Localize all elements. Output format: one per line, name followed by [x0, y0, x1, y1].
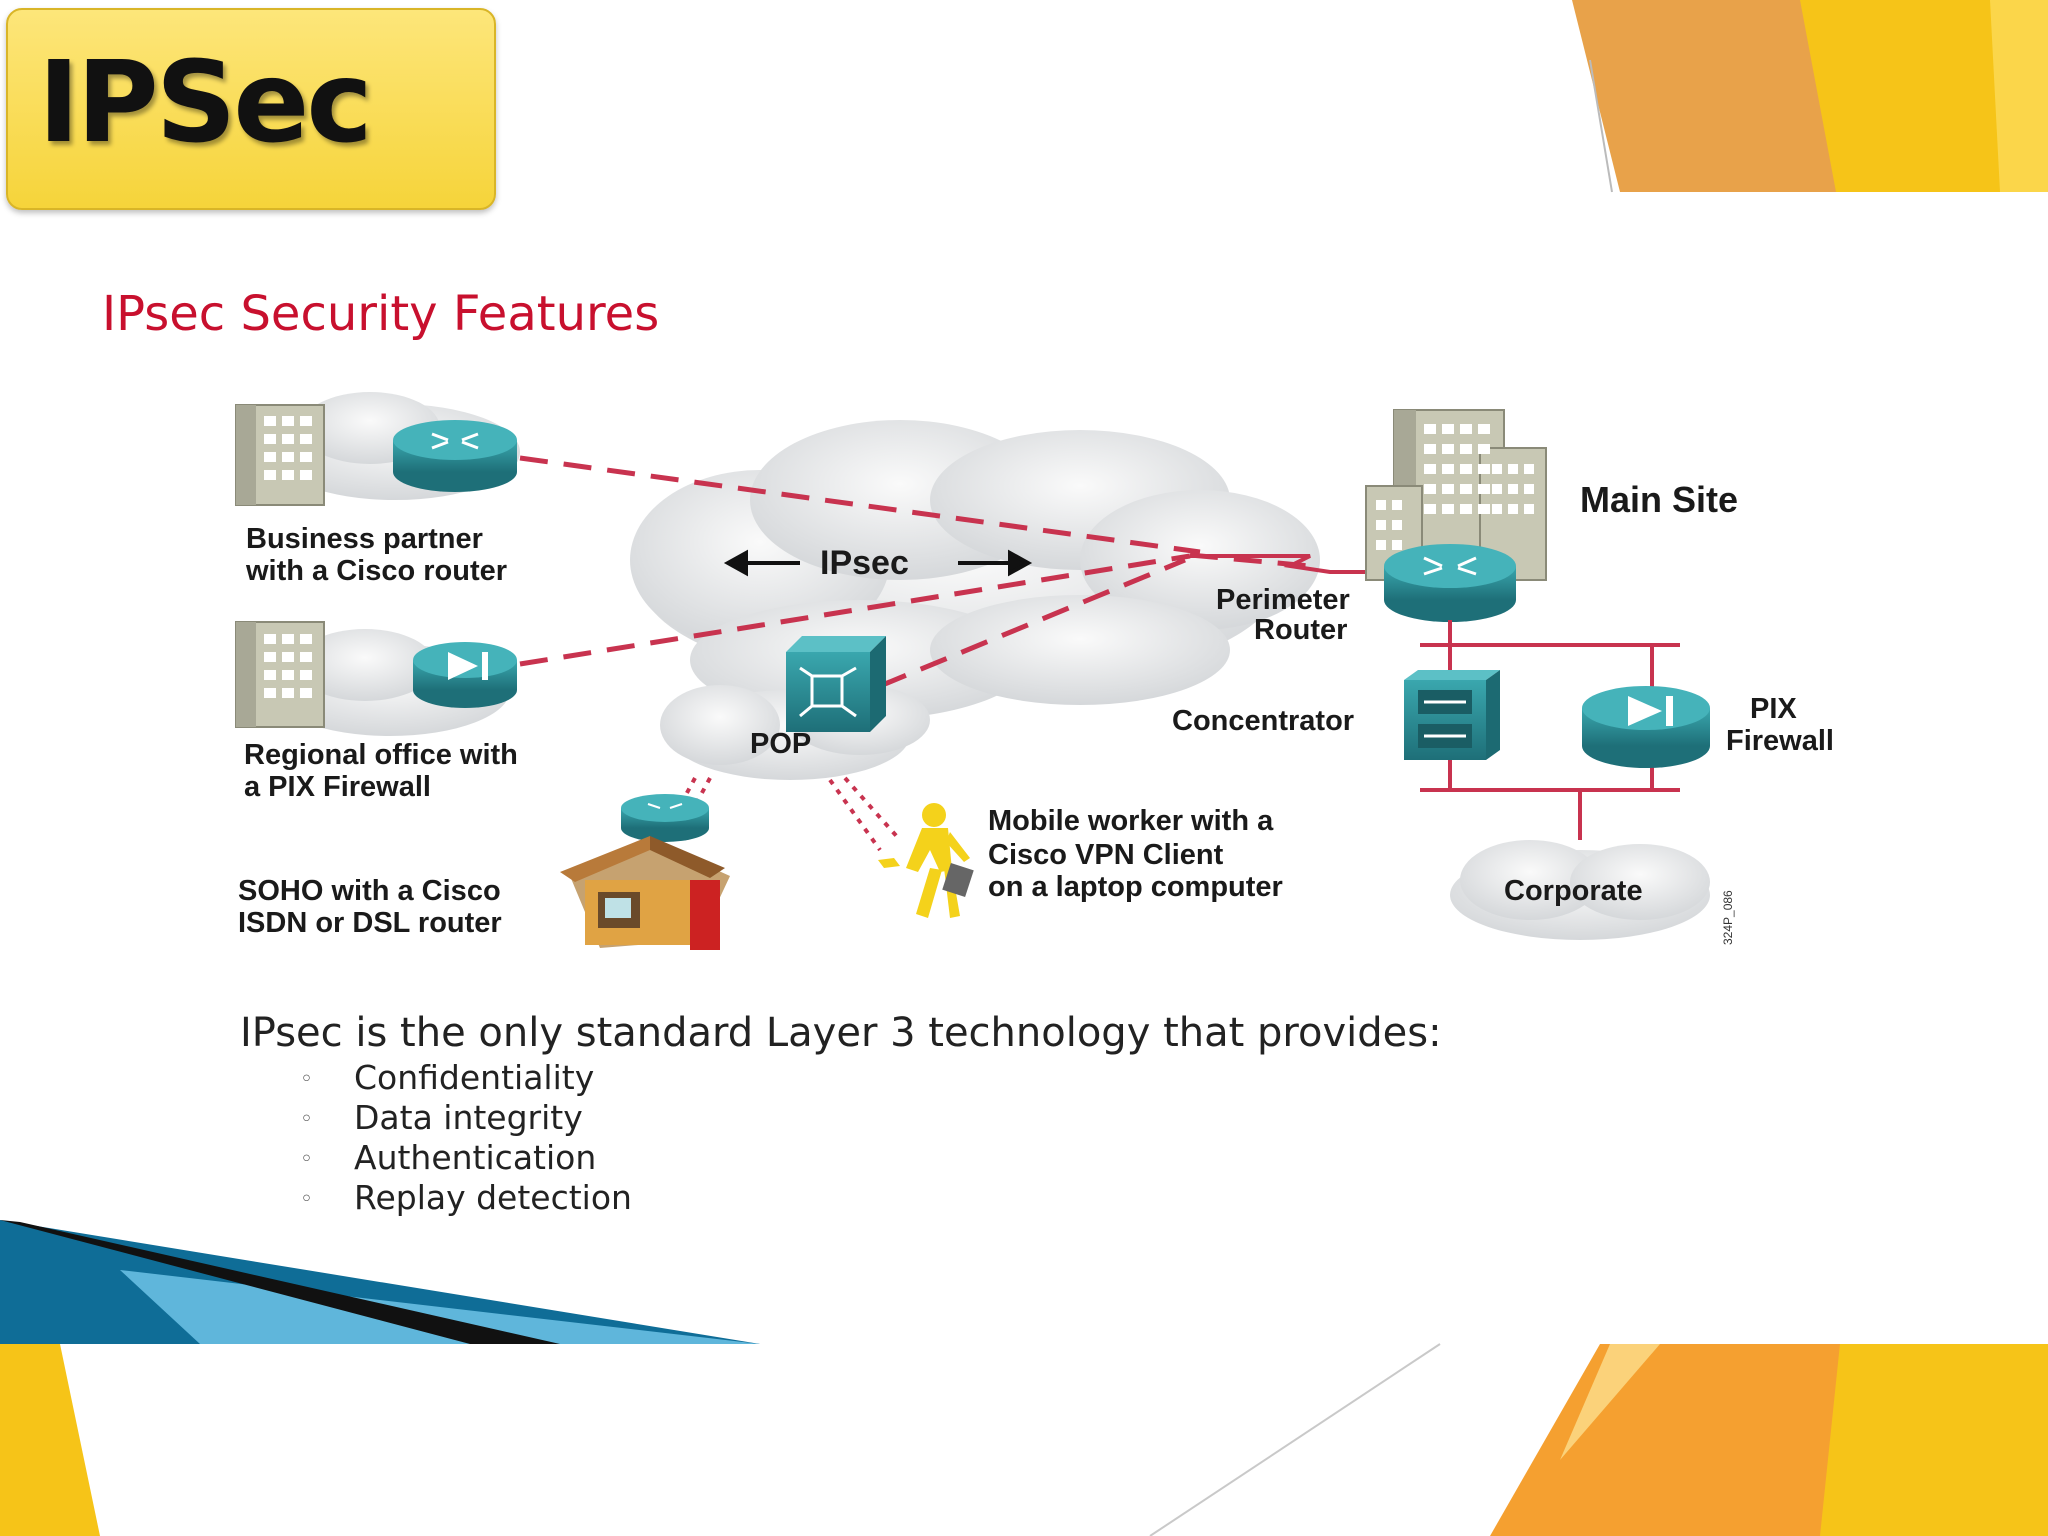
perimeter-link: [1190, 554, 1400, 574]
label-perimeter-1: Perimeter: [1216, 584, 1350, 616]
feature-item: ◦ Authentication: [300, 1138, 632, 1178]
label-regional-office-2: a PIX Firewall: [244, 771, 431, 803]
partner-building-icon: [235, 404, 325, 506]
label-regional-office-1: Regional office with: [244, 739, 518, 771]
soho-router-icon: [621, 794, 709, 842]
feature-item: ◦ Data integrity: [300, 1098, 632, 1138]
dotted-links: [673, 776, 902, 852]
bottom-thin-line: [1149, 1343, 1441, 1536]
bottom-right-light-shape: [1560, 1344, 1660, 1460]
label-pop: POP: [750, 728, 811, 760]
bottom-right-orange-shape: [1490, 1344, 1880, 1536]
label-concentrator: Concentrator: [1172, 705, 1354, 737]
label-perimeter-2: Router: [1254, 614, 1347, 646]
top-right-light-shape: [1990, 0, 2048, 192]
diagram-heading: IPsec Security Features: [102, 286, 660, 342]
cloud-label-ipsec: IPsec: [820, 544, 909, 582]
feature-list: ◦ Confidentiality ◦ Data integrity ◦ Authen…: [300, 1058, 632, 1218]
top-right-thin-line: [1589, 59, 1613, 193]
regional-pix-icon: [413, 642, 517, 708]
tunnel-business-partner: [519, 455, 1201, 555]
label-soho-1: SOHO with a Cisco: [238, 875, 501, 907]
blue-swoosh: [0, 1220, 760, 1344]
label-business-partner-2: with a Cisco router: [245, 555, 507, 587]
bullet: ◦: [300, 1106, 313, 1132]
ipsec-arrow-right-head: [1008, 549, 1033, 577]
label-corporate: Corporate: [1504, 875, 1643, 907]
label-pix-1: PIX: [1750, 693, 1797, 725]
pop-switch-icon: [786, 636, 886, 732]
label-soho-2: ISDN or DSL router: [238, 907, 502, 939]
dotted-link-mobile-2: [828, 778, 882, 852]
bullet: ◦: [300, 1066, 313, 1092]
feature-item: ◦ Replay detection: [300, 1178, 632, 1218]
corporate-cloud: [1450, 840, 1710, 940]
regional-building-icon: [235, 621, 325, 728]
figure-code: 324P_086: [1721, 890, 1735, 945]
tunnel-pop: [879, 557, 1186, 689]
mobile-worker-icon: [878, 803, 974, 918]
perimeter-router-icon: [1384, 544, 1516, 622]
partner-router-icon: [393, 420, 517, 492]
label-mobile-2: Cisco VPN Client: [988, 839, 1224, 871]
bullet: ◦: [300, 1146, 313, 1172]
ipsec-arrows: [723, 549, 1033, 577]
internet-cloud: [630, 420, 1320, 720]
feature-item: ◦ Confidentiality: [300, 1058, 632, 1098]
feature-label: Data integrity: [354, 1098, 583, 1137]
label-mobile-1: Mobile worker with a: [988, 805, 1274, 837]
top-right-yellow-shape: [1800, 0, 2048, 192]
dotted-link-mobile: [843, 776, 902, 842]
label-mobile-3: on a laptop computer: [988, 871, 1283, 903]
concentrator-icon: [1404, 670, 1500, 760]
label-main-site: Main Site: [1580, 479, 1738, 520]
label-pix-2: Firewall: [1726, 725, 1834, 757]
bottom-left-yellow-shape: [0, 1344, 100, 1536]
feature-label: Replay detection: [354, 1178, 632, 1217]
slide-title: IPSec: [38, 38, 373, 168]
swoosh-black-edge: [0, 1220, 560, 1344]
feature-label: Authentication: [354, 1138, 597, 1177]
tunnel-regional-office: [519, 553, 1191, 667]
title-box: IPSec: [6, 8, 496, 210]
label-business-partner-1: Business partner: [246, 523, 483, 555]
bullet: ◦: [300, 1186, 313, 1212]
bottom-right-yellow-shape: [1820, 1344, 2048, 1536]
main-pix-icon: [1582, 686, 1710, 768]
intro-text: IPsec is the only standard Layer 3 techn…: [240, 1010, 1442, 1056]
feature-label: Confidentiality: [354, 1058, 595, 1097]
ipsec-arrow-left-head: [723, 549, 748, 577]
soho-house-icon: [560, 836, 730, 950]
